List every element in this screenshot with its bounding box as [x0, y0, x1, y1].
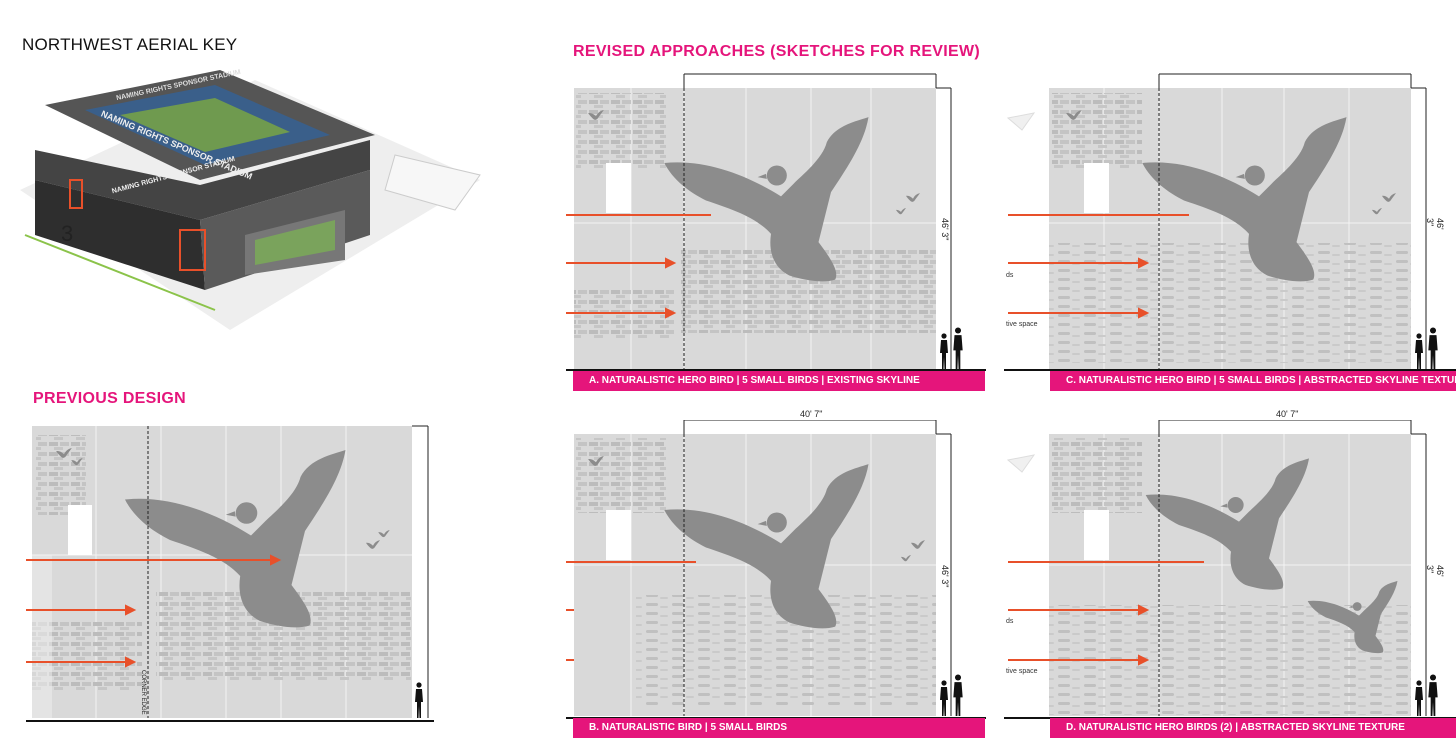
revised-approaches-title: REVISED APPROACHES (SKETCHES FOR REVIEW) — [573, 43, 981, 60]
key-marker-number: 3 — [61, 221, 74, 246]
option-a-elevation: 46' 3" — [566, 68, 986, 373]
option-d-width-label: 40' 7" — [1276, 409, 1299, 419]
option-d-caption: D. NATURALISTIC HERO BIRDS (2) | ABSTRAC… — [1050, 718, 1456, 738]
option-c-side-text-1: ds — [1006, 272, 1014, 279]
option-c-height-dim: 46' 3" — [1425, 218, 1445, 230]
option-c-caption: C. NATURALISTIC HERO BIRD | 5 SMALL BIRD… — [1050, 371, 1456, 391]
aerial-key-title: NORTHWEST AERIAL KEY — [22, 35, 238, 54]
previous-design-elevation: CORNER EDGE — [26, 420, 434, 725]
stadium-aerial-image: NAMING RIGHTS SPONSOR STADIUM NAMING RIG… — [15, 60, 485, 335]
option-d-elevation: ds tive space 46' 3" — [1004, 420, 1456, 725]
option-b-elevation: 40' 7" 46' 3" — [566, 420, 986, 725]
option-b-height-dim: 46' 3" — [940, 565, 950, 588]
corner-edge-label: CORNER EDGE — [140, 670, 146, 715]
option-d-side-text-1: ds — [1006, 618, 1014, 625]
option-a-height-dim: 46' 3" — [940, 218, 950, 241]
option-d-height-dim: 46' 3" — [1425, 565, 1445, 577]
option-c-side-text-2: tive space — [1006, 321, 1038, 328]
option-b-width-label: 40' 7" — [800, 409, 823, 419]
option-c-elevation: ds tive space 46' 3" — [1004, 68, 1456, 373]
option-b-caption: B. NATURALISTIC BIRD | 5 SMALL BIRDS — [573, 718, 985, 738]
previous-design-title: PREVIOUS DESIGN — [33, 390, 186, 407]
option-a-caption: A. NATURALISTIC HERO BIRD | 5 SMALL BIRD… — [573, 371, 985, 391]
option-d-side-text-2: tive space — [1006, 668, 1038, 675]
